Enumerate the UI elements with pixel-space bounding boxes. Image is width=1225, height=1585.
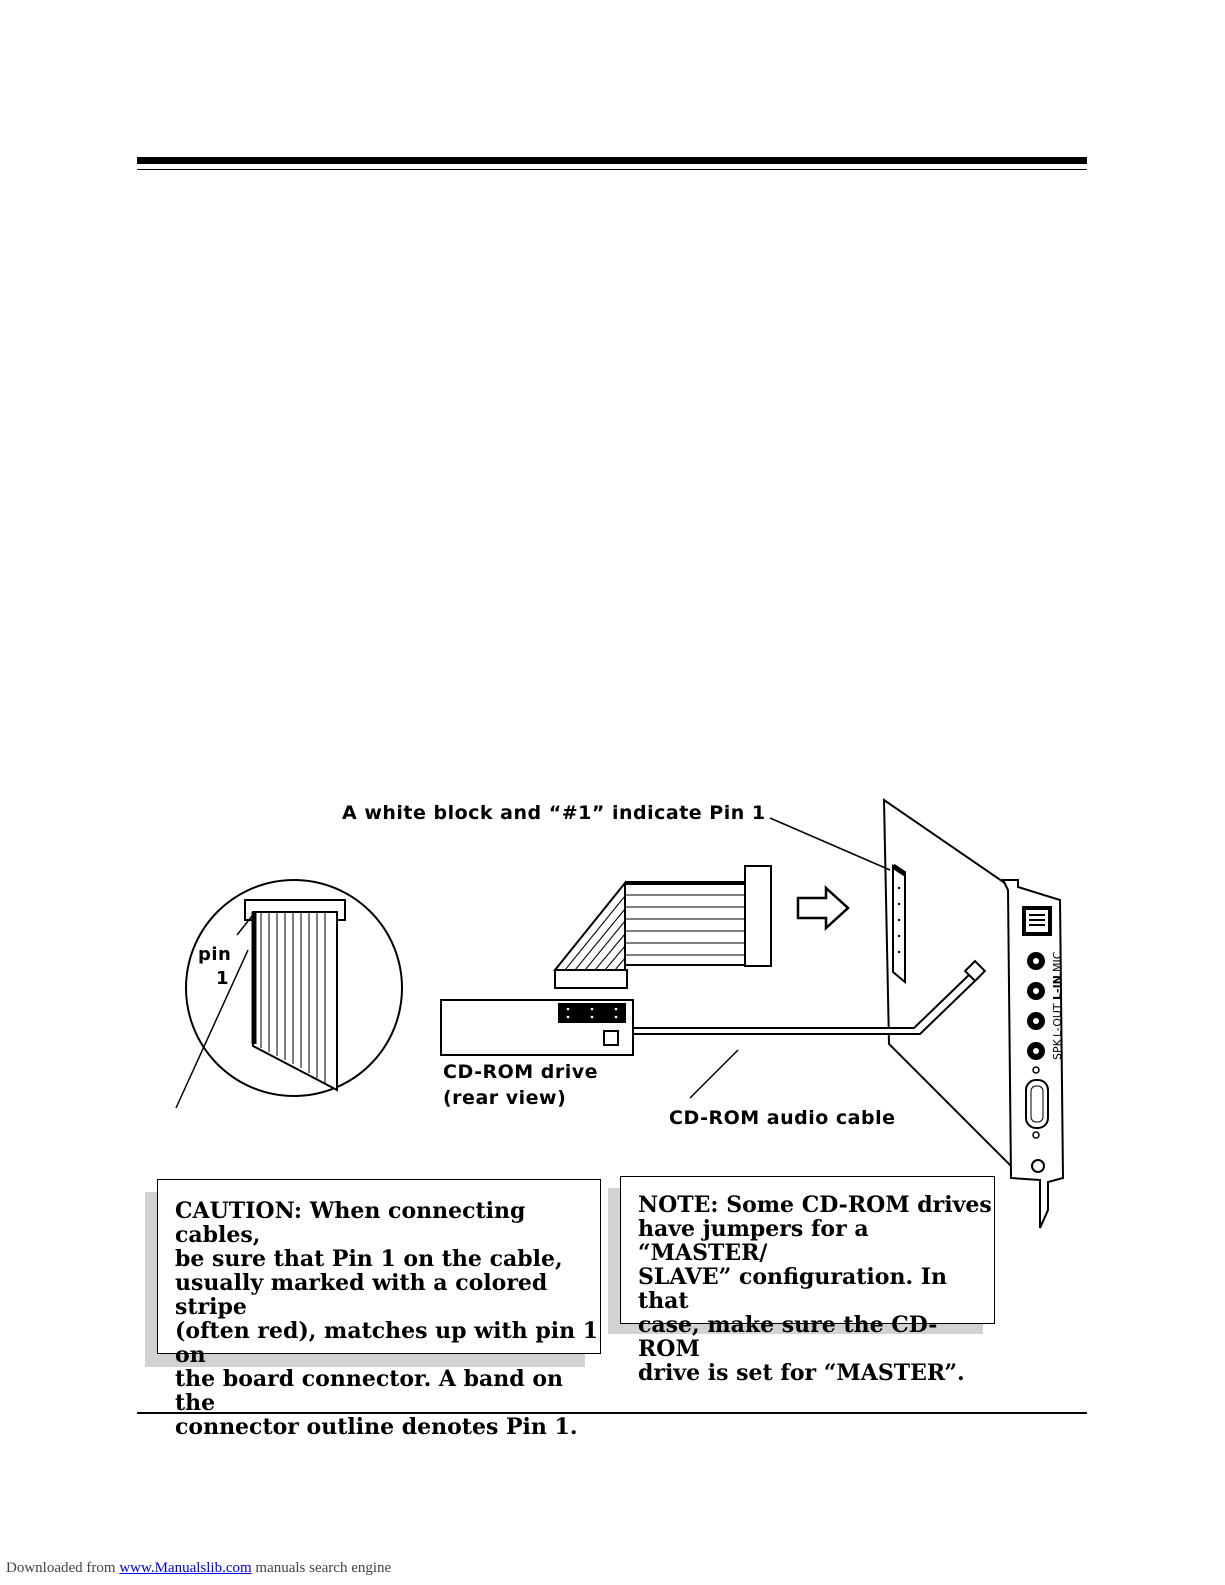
- pin1-callout-label: A white block and “#1” indicate Pin 1: [342, 802, 766, 824]
- footer-suffix: manuals search engine: [251, 1560, 392, 1576]
- jack-label-mic: MIC: [1051, 951, 1064, 972]
- caution-line: CAUTION: When connecting cables,: [175, 1198, 526, 1248]
- manualslib-link[interactable]: www.Manualslib.com: [119, 1560, 252, 1576]
- cdrom-audio-plug: [603, 1030, 619, 1046]
- audio-cable-board-plug: [963, 959, 987, 983]
- cdrom-audio-connector: [558, 1003, 626, 1023]
- note-line: NOTE: Some CD-ROM drives: [638, 1192, 992, 1218]
- note-line: drive is set for “MASTER”.: [638, 1360, 965, 1386]
- caution-line: connector outline denotes Pin 1.: [175, 1414, 578, 1440]
- note-line: have jumpers for a “MASTER/: [638, 1216, 869, 1266]
- pin1-pointer-line: [236, 915, 253, 936]
- caution-box: CAUTION: When connecting cables, be sure…: [157, 1179, 601, 1439]
- jack-label-speaker: SPK: [1051, 1038, 1064, 1060]
- header-rule-thin: [137, 169, 1087, 170]
- note-line: case, make sure the CD-ROM: [638, 1312, 938, 1362]
- cdrom-drive-view-label: (rear view): [443, 1087, 567, 1109]
- ribbon-fold: [552, 880, 626, 971]
- note-box: NOTE: Some CD-ROM drives have jumpers fo…: [620, 1176, 995, 1385]
- magnifier-leader-line: [175, 949, 249, 1109]
- download-footer: Downloaded from www.Manualslib.com manua…: [6, 1560, 391, 1577]
- board-ide-header: [892, 864, 906, 985]
- audio-cable-leader: [689, 1049, 739, 1099]
- ribbon-board-connector: [744, 865, 772, 967]
- jack-label-line-in: L-IN: [1051, 975, 1064, 1000]
- pin-label-word: pin: [198, 944, 232, 965]
- jack-label-line-out: L-OUT: [1051, 1003, 1064, 1037]
- sound-card-board: [882, 798, 1016, 1173]
- ribbon-drive-connector: [554, 969, 628, 989]
- caution-line: usually marked with a colored stripe: [175, 1270, 548, 1320]
- insert-direction-arrow: [796, 885, 850, 931]
- caution-line: (often red), matches up with pin 1 on: [175, 1318, 599, 1368]
- footer-rule: [137, 1412, 1087, 1414]
- audio-cable-label: CD-ROM audio cable: [669, 1107, 896, 1129]
- board-pin1-block: [891, 863, 907, 877]
- bracket-screw-hole: [1031, 1159, 1045, 1173]
- footer-prefix: Downloaded from: [6, 1560, 120, 1576]
- pin1-callout-leader: [769, 817, 891, 871]
- header-rule-thick: [137, 157, 1087, 164]
- caution-line: be sure that Pin 1 on the cable,: [175, 1246, 563, 1272]
- caution-line: the board connector. A band on the: [175, 1366, 564, 1416]
- note-line: SLAVE” configuration. In that: [638, 1264, 948, 1314]
- cdrom-drive-label: CD-ROM drive: [443, 1061, 599, 1083]
- pin-label-number: 1: [216, 968, 230, 989]
